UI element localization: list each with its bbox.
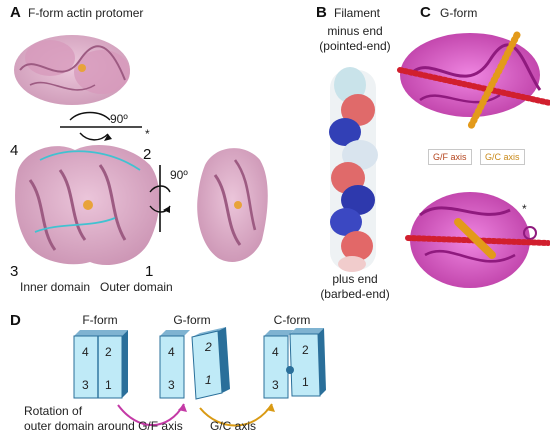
gf-rotation-arrow	[117, 403, 187, 427]
cform-label-2: 2	[302, 343, 309, 357]
subdomain-3: 3	[10, 263, 19, 280]
legend-gc-axis: G/C axis	[480, 149, 525, 165]
protomer-top-view	[14, 35, 130, 105]
cform-box	[263, 328, 326, 399]
subdomain-2: 2	[143, 146, 152, 163]
gc-caption: G/C axis	[210, 419, 257, 433]
gc-axis-bottom	[454, 218, 496, 259]
fform-title: F-form	[82, 313, 118, 327]
plus-end-label: plus end	[332, 272, 378, 286]
fform-box	[73, 330, 128, 399]
rotation-side-label: 90º	[170, 168, 188, 182]
gform-label-2: 2	[205, 340, 212, 354]
panel-a-letter: A	[10, 4, 21, 21]
protomer-front-view	[15, 145, 160, 266]
panel-a-title: F-form actin protomer	[28, 6, 144, 20]
asterisk-c: *	[522, 202, 527, 216]
fform-label-1: 1	[105, 378, 112, 392]
panel-c-letter: C	[420, 4, 431, 21]
inner-domain-label: Inner domain	[20, 280, 91, 294]
gf-caption-line1: Rotation of	[24, 404, 83, 418]
gform-label-4: 4	[168, 345, 175, 359]
actin-filament	[329, 67, 378, 272]
gc-axis-top	[466, 31, 521, 132]
legend-gf-axis: G/F axis	[428, 149, 472, 165]
gc-rotation-arrow	[199, 403, 275, 427]
pointed-end-label: (pointed-end)	[319, 39, 391, 53]
subdomain-1: 1	[145, 263, 154, 280]
gform-box	[159, 327, 230, 400]
gform-label-3: 3	[168, 378, 175, 392]
panel-c-title: G-form	[440, 6, 478, 20]
asterisk-a: *	[145, 127, 150, 141]
gf-axis-top	[397, 67, 550, 106]
barbed-end-label: (barbed-end)	[320, 287, 390, 301]
rotation-arrow-top	[60, 111, 142, 141]
fform-label-2: 2	[105, 345, 112, 359]
outer-domain-label: Outer domain	[100, 280, 173, 294]
cform-label-1: 1	[302, 375, 309, 389]
subdomain-4: 4	[10, 142, 19, 159]
panel-b-letter: B	[316, 4, 327, 21]
rotation-top-label: 90º	[110, 112, 128, 126]
protomer-side-view	[197, 148, 268, 262]
cform-label-3: 3	[272, 378, 279, 392]
gf-caption-line2: outer domain around G/F axis	[24, 419, 183, 433]
cform-title: C-form	[273, 313, 311, 327]
gform-label-1: 1	[205, 373, 212, 387]
minus-end-label: minus end	[327, 24, 383, 38]
panel-d-letter: D	[10, 312, 21, 329]
cform-label-4: 4	[272, 345, 279, 359]
panel-b-title: Filament	[334, 6, 381, 20]
gform-title: G-form	[173, 313, 211, 327]
rotation-arrow-side	[149, 165, 171, 232]
fform-label-3: 3	[82, 378, 89, 392]
fform-label-4: 4	[82, 345, 89, 359]
